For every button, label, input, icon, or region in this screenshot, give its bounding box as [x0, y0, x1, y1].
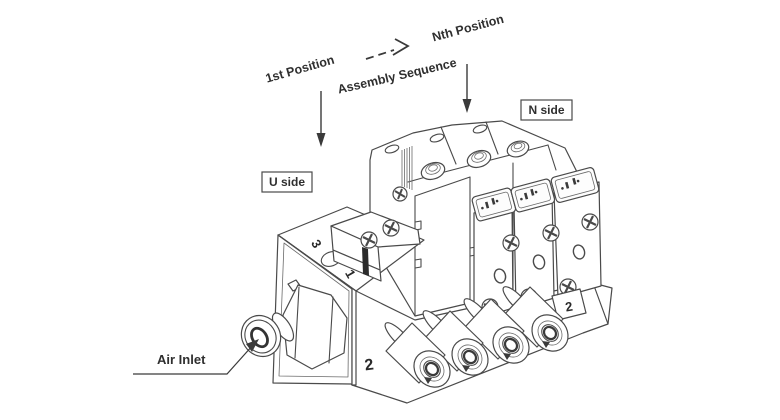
- flow-arrow: [503, 353, 511, 360]
- down-arrow-nth-icon: [462, 64, 472, 113]
- dashed-arrow-icon: [365, 38, 410, 60]
- air-inlet-leader-arrow: [133, 339, 259, 375]
- valve-plates: 2: [473, 181, 602, 321]
- output-fitting-2: [422, 310, 489, 376]
- plate-screw-upper-1: [502, 234, 520, 252]
- connector-3: [550, 167, 600, 203]
- output-fitting-4: [502, 286, 569, 352]
- port-2-marking-base: 2: [364, 356, 375, 374]
- top-slot: [429, 133, 445, 143]
- valve-connectors: [471, 167, 600, 222]
- rib-detail: [401, 146, 413, 190]
- flow-arrow: [462, 365, 470, 372]
- top-slot: [384, 144, 400, 154]
- assembly-sequence-label: Assembly Sequence: [336, 56, 458, 97]
- nth-position-label: Nth Position: [431, 12, 506, 45]
- plate-screw-upper-2: [542, 224, 560, 242]
- connector-1: [471, 187, 517, 222]
- override-notch-1: [420, 161, 446, 181]
- n-side-label: N side: [528, 103, 564, 117]
- adapter-slot: [362, 247, 369, 276]
- flow-arrow: [542, 341, 550, 348]
- air-inlet-label: Air Inlet: [157, 352, 206, 367]
- output-fitting-3: [463, 298, 530, 364]
- plate-hole-1: [493, 268, 507, 284]
- adapter-screw-2: [382, 219, 400, 237]
- plate-screw-upper-3: [581, 213, 599, 231]
- connector-2: [510, 178, 556, 213]
- plate-hole-3: [572, 244, 586, 260]
- override-notch-3: [506, 140, 530, 158]
- down-arrow-first-icon: [316, 91, 326, 147]
- plate-hole-2: [532, 254, 546, 270]
- adapter-screw-1: [360, 231, 378, 249]
- first-position-label: 1st Position: [264, 53, 336, 86]
- edge-step: [414, 258, 422, 269]
- u-side-tag: U side: [261, 171, 313, 193]
- flow-arrow: [424, 377, 432, 384]
- port-2-marking-valve: 2: [564, 298, 574, 314]
- adapter-block: [330, 211, 421, 282]
- override-notch-2: [466, 149, 492, 169]
- n-side-tag: N side: [520, 99, 573, 121]
- end-block-side-sliver: [277, 234, 357, 386]
- u-side-label: U side: [269, 175, 305, 189]
- valve-screw: [392, 186, 408, 202]
- output-fitting-1: [384, 322, 451, 388]
- output-fittings: [384, 286, 569, 388]
- top-slot: [472, 124, 488, 134]
